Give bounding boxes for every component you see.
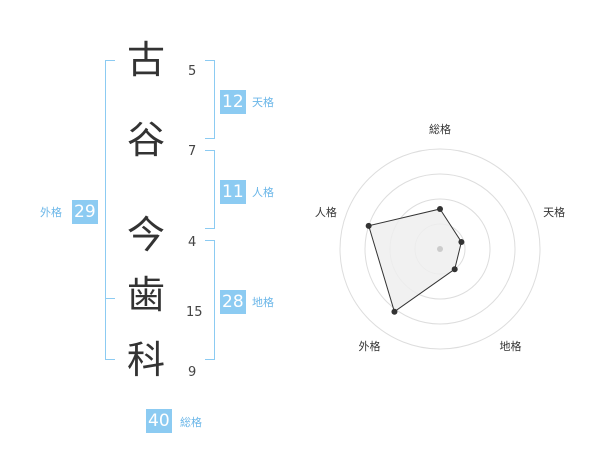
gaikaku-label: 外格 (40, 206, 62, 219)
radar-grid-ring (364, 173, 516, 325)
stroke-count-1: 5 (188, 64, 197, 79)
radar-point-1 (437, 206, 443, 212)
soukaku-label: 総格 (180, 416, 202, 429)
stroke-count-3: 4 (188, 235, 197, 250)
gaikaku-bracket (105, 60, 115, 360)
chikaku-value-box: 28 (220, 290, 246, 314)
radar-axis-label-5: 人格 (315, 205, 337, 219)
tenkaku-label: 天格 (252, 96, 274, 109)
radar-point-3 (451, 266, 458, 273)
radar-grid-ring (339, 148, 541, 350)
radar-axis-label-1: 総格 (429, 122, 451, 136)
jinkaku-bracket (205, 150, 215, 229)
stroke-count-5: 9 (188, 365, 197, 380)
radar-axis-label-2: 天格 (543, 205, 565, 219)
name-char-3: 今 (126, 213, 165, 257)
gaikaku-value-box: 29 (72, 200, 98, 224)
radar-center-point (437, 246, 443, 252)
stroke-count-2: 7 (188, 144, 197, 159)
tenkaku-value-box: 12 (220, 90, 246, 114)
stroke-count-4: 15 (186, 305, 203, 320)
radar-series-area (368, 208, 462, 313)
name-char-1: 古 (126, 38, 165, 82)
jinkaku-label: 人格 (252, 186, 274, 199)
chikaku-bracket (205, 240, 215, 360)
radar-point-5 (365, 222, 372, 229)
chikaku-label: 地格 (252, 296, 274, 309)
radar-axis-label-3: 地格 (500, 339, 522, 353)
name-char-5: 科 (126, 338, 165, 382)
radar-point-4 (391, 308, 398, 315)
radar-point-2 (458, 239, 465, 246)
tenkaku-bracket (205, 60, 215, 139)
gaikaku-bracket-tick (105, 298, 115, 299)
soukaku-value-box: 40 (146, 409, 172, 433)
radar-axis-label-4: 外格 (358, 339, 380, 353)
name-char-4: 歯 (126, 273, 165, 317)
name-char-2: 谷 (126, 118, 165, 162)
jinkaku-value-box: 11 (220, 180, 246, 204)
